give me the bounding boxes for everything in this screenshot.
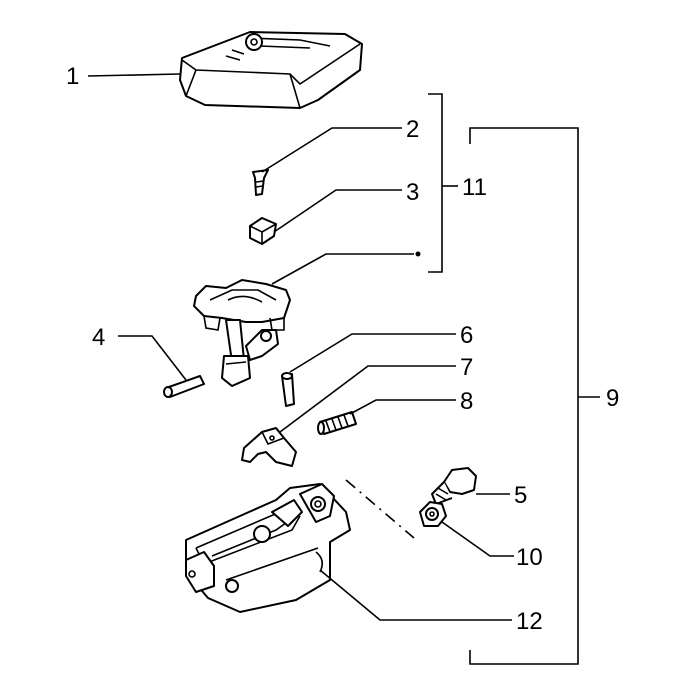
callout-5: 5	[514, 482, 527, 509]
part-8-spring	[317, 411, 357, 435]
leader-lines	[87, 73, 514, 621]
part-3-nut	[249, 217, 277, 245]
part-12-base	[185, 483, 351, 613]
callout-11: 11	[462, 174, 487, 201]
callout-9: 9	[606, 385, 619, 412]
part-1-cover	[179, 31, 363, 109]
part-10-nut	[419, 501, 447, 527]
bracket-group-9	[469, 127, 600, 665]
part-4-pin	[163, 375, 205, 398]
alignment-line	[345, 479, 415, 539]
callout-10: 10	[516, 544, 543, 571]
handle-assembly	[193, 279, 291, 387]
bracket-group-11	[415, 93, 458, 273]
part-7-latch	[241, 427, 297, 467]
callout-1: 1	[66, 63, 79, 90]
part-5-bolt	[431, 467, 477, 505]
callout-6: 6	[460, 322, 473, 349]
callout-4: 4	[92, 324, 105, 351]
callout-12: 12	[516, 608, 543, 635]
callout-7: 7	[460, 354, 473, 381]
part-2-bolt	[252, 169, 269, 196]
part-6-pin	[281, 372, 295, 407]
callout-labels: 1 2 3 4 5 6 7 8 9 10 11 12	[66, 63, 619, 635]
callout-2: 2	[406, 116, 419, 143]
callout-3: 3	[406, 179, 419, 206]
callout-8: 8	[460, 388, 473, 415]
